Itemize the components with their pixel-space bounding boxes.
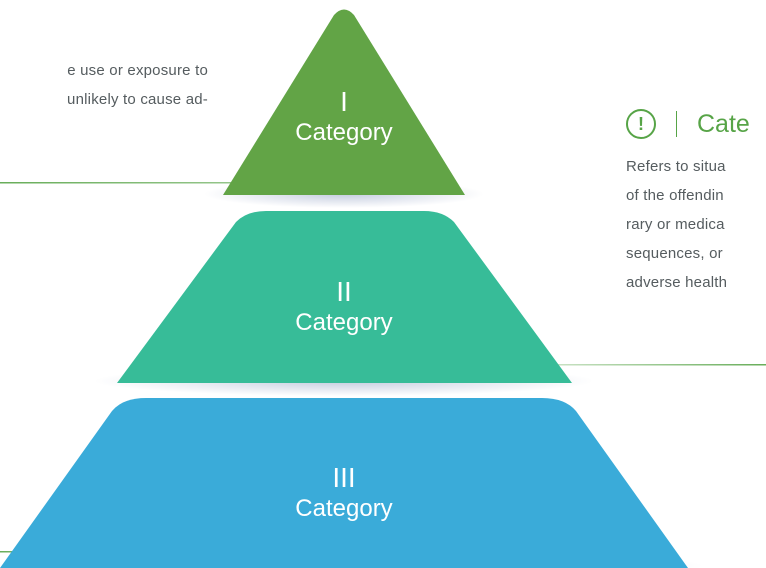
tier-3-shape[interactable] [0, 398, 688, 568]
alert-circle-icon: ! [626, 109, 656, 139]
heading-divider [676, 111, 677, 137]
right-description: ! Cate Refers to situa of the offendin r… [626, 106, 766, 297]
tier-1-label: I Category [244, 86, 444, 148]
rule-right-middle [548, 364, 766, 366]
tier-1-shape[interactable] [223, 9, 465, 196]
tier-2-label: II Category [244, 276, 444, 338]
left-description-line: e use or exposure to [67, 62, 208, 79]
right-heading: ! Cate [626, 106, 766, 142]
rule-left-top [0, 182, 262, 184]
left-description: e use or exposure to unlikely to cause a… [0, 56, 208, 114]
tier-2-word: Category [295, 309, 393, 336]
tier-3-label: III Category [244, 462, 444, 524]
tier-3-numeral: III [332, 462, 356, 493]
tier-2-numeral: II [336, 276, 352, 307]
left-description-line: unlikely to cause ad- [67, 91, 208, 108]
tier-1-word: Category [295, 119, 393, 146]
right-description-line: sequences, or [626, 245, 723, 262]
tier-1-numeral: I [340, 86, 348, 117]
right-description-line: of the offendin [626, 187, 724, 204]
right-description-body: Refers to situa of the offendin rary or … [626, 152, 766, 297]
right-description-line: Refers to situa [626, 158, 726, 175]
right-description-line: adverse health [626, 274, 728, 291]
right-heading-text: Cate [697, 109, 750, 138]
right-description-line: rary or medica [626, 216, 725, 233]
tier-3-word: Category [295, 495, 393, 522]
tier-2-shape[interactable] [117, 211, 572, 383]
